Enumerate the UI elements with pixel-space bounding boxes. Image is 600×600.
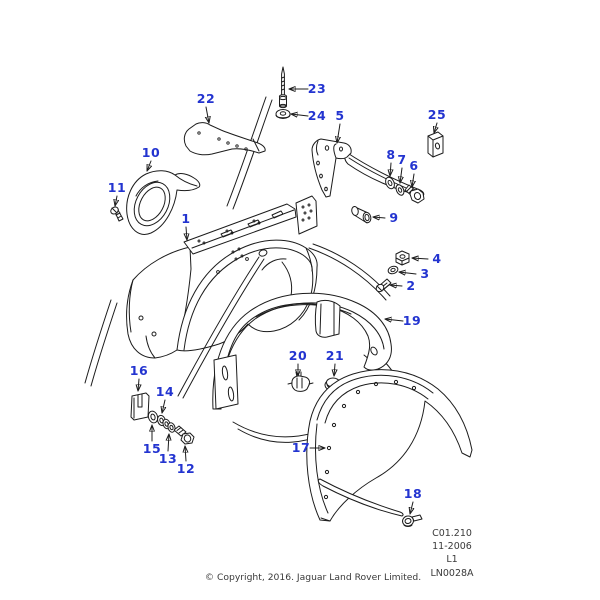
plate-info: C01.210 11-2006 L1 LN0028A — [407, 527, 497, 580]
leader-line-12 — [185, 445, 186, 462]
callout-18[interactable]: 18 — [403, 485, 423, 501]
plate-drawing-number: LN0028A — [430, 567, 474, 579]
callout-11[interactable]: 11 — [107, 179, 127, 195]
part-2-screw — [375, 278, 392, 293]
leader-line-19 — [384, 319, 404, 321]
callout-16[interactable]: 16 — [129, 362, 149, 378]
callout-4[interactable]: 4 — [432, 250, 442, 266]
part-18-clip — [402, 514, 423, 527]
callout-23[interactable]: 23 — [307, 80, 327, 96]
part-15-washer — [147, 410, 159, 424]
part-7-washer — [395, 184, 405, 196]
leader-line-9 — [372, 217, 386, 218]
part-19-wheelhouse-liner — [212, 292, 392, 410]
callout-3[interactable]: 3 — [420, 265, 430, 281]
part-22-bracket — [183, 122, 266, 156]
callout-15[interactable]: 15 — [142, 440, 162, 456]
callout-24[interactable]: 24 — [307, 107, 327, 123]
callout-5[interactable]: 5 — [335, 107, 345, 123]
callout-12[interactable]: 12 — [176, 460, 196, 476]
plate-sheet: L1 — [446, 554, 458, 566]
leader-line-4 — [411, 258, 429, 259]
plate-date: 11-2006 — [432, 541, 472, 553]
callout-1[interactable]: 1 — [181, 210, 191, 226]
leader-line-7 — [400, 167, 402, 184]
part-3-washer — [387, 265, 399, 275]
leader-line-5 — [337, 123, 340, 144]
callout-9[interactable]: 9 — [389, 209, 399, 225]
callout-17[interactable]: 17 — [291, 439, 311, 455]
leader-line-3 — [398, 272, 417, 274]
callout-10[interactable]: 10 — [141, 144, 161, 160]
part-12-bolt — [173, 425, 195, 445]
part-4-nut — [395, 250, 410, 266]
part-1-wheelarch-assembly — [126, 195, 318, 399]
part-11-screw — [110, 206, 124, 222]
callout-13[interactable]: 13 — [158, 450, 178, 466]
leader-line-1 — [186, 226, 187, 241]
part-16-packing-plate — [130, 392, 150, 421]
part-8-washer — [385, 176, 395, 190]
callout-19[interactable]: 19 — [402, 312, 422, 328]
callout-21[interactable]: 21 — [325, 347, 345, 363]
leader-line-18 — [410, 501, 413, 515]
leader-line-11 — [115, 195, 117, 207]
callout-8[interactable]: 8 — [386, 146, 396, 162]
leader-line-24 — [290, 114, 309, 116]
part-6-bolt — [404, 184, 425, 204]
part-24-washer — [275, 109, 291, 119]
leader-line-13 — [168, 433, 169, 452]
part-20-clip — [287, 371, 314, 392]
part-17-wheelarch-flare — [306, 369, 473, 522]
leader-line-21 — [334, 363, 335, 377]
callout-20[interactable]: 20 — [288, 347, 308, 363]
callout-14[interactable]: 14 — [155, 383, 175, 399]
leader-line-16 — [138, 378, 139, 392]
part-25-nut-plate — [427, 131, 444, 158]
callout-22[interactable]: 22 — [196, 90, 216, 106]
part-23-stud — [278, 66, 288, 109]
leader-line-25 — [434, 122, 437, 134]
part-10-shield — [126, 170, 201, 235]
leader-line-6 — [412, 173, 414, 188]
copyright-text: © Copyright, 2016. Jaguar Land Rover Lim… — [204, 572, 422, 583]
callout-2[interactable]: 2 — [406, 277, 416, 293]
callout-7[interactable]: 7 — [397, 151, 407, 167]
leader-line-8 — [390, 162, 391, 177]
callout-25[interactable]: 25 — [427, 106, 447, 122]
part-13-washer — [167, 422, 176, 433]
plate-code: C01.210 — [432, 528, 472, 539]
leader-line-14 — [162, 399, 165, 414]
leader-line-10 — [146, 160, 151, 172]
part-9-spacer — [351, 206, 372, 224]
leader-lines — [115, 89, 437, 515]
callout-6[interactable]: 6 — [409, 157, 419, 173]
leader-line-2 — [389, 285, 403, 286]
leader-line-22 — [206, 106, 209, 124]
